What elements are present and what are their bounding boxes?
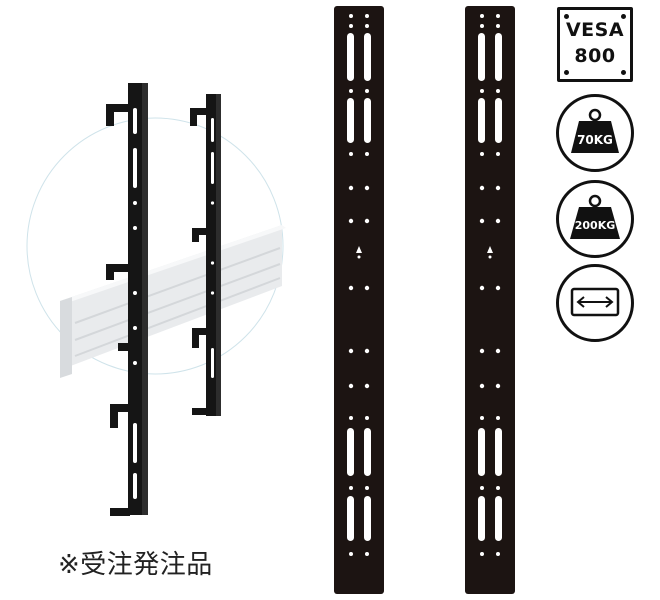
corner-dot xyxy=(621,14,626,19)
weight-badge-70kg: 70KG xyxy=(556,94,634,172)
mounting-rail-left xyxy=(334,6,384,594)
made-to-order-note: ※受注発注品 xyxy=(58,550,213,580)
bracket-front xyxy=(106,83,148,516)
bracket-back-holes xyxy=(210,118,215,378)
corner-dot xyxy=(564,70,569,75)
double-arrow-icon xyxy=(570,287,620,317)
weight-label: 70KG xyxy=(577,133,613,147)
corner-dot xyxy=(564,14,569,19)
wall-bar xyxy=(60,225,286,378)
weight-label: 200KG xyxy=(574,219,616,232)
mounting-rail-right xyxy=(465,6,515,594)
vesa-label: VESA xyxy=(565,19,625,41)
bracket-mounting-illustration xyxy=(26,83,286,516)
backdrop-circle xyxy=(26,117,284,375)
weight-icon xyxy=(571,108,619,153)
weight-badge-200kg: 200KG xyxy=(556,180,634,258)
bracket-front-holes xyxy=(133,108,137,499)
bracket-back xyxy=(190,94,221,416)
corner-dot xyxy=(621,70,626,75)
vesa-size-label: 800 xyxy=(574,45,616,67)
width-adjust-badge xyxy=(556,264,634,342)
vesa-badge: VESA 800 xyxy=(557,7,633,82)
weight-icon xyxy=(570,194,620,239)
